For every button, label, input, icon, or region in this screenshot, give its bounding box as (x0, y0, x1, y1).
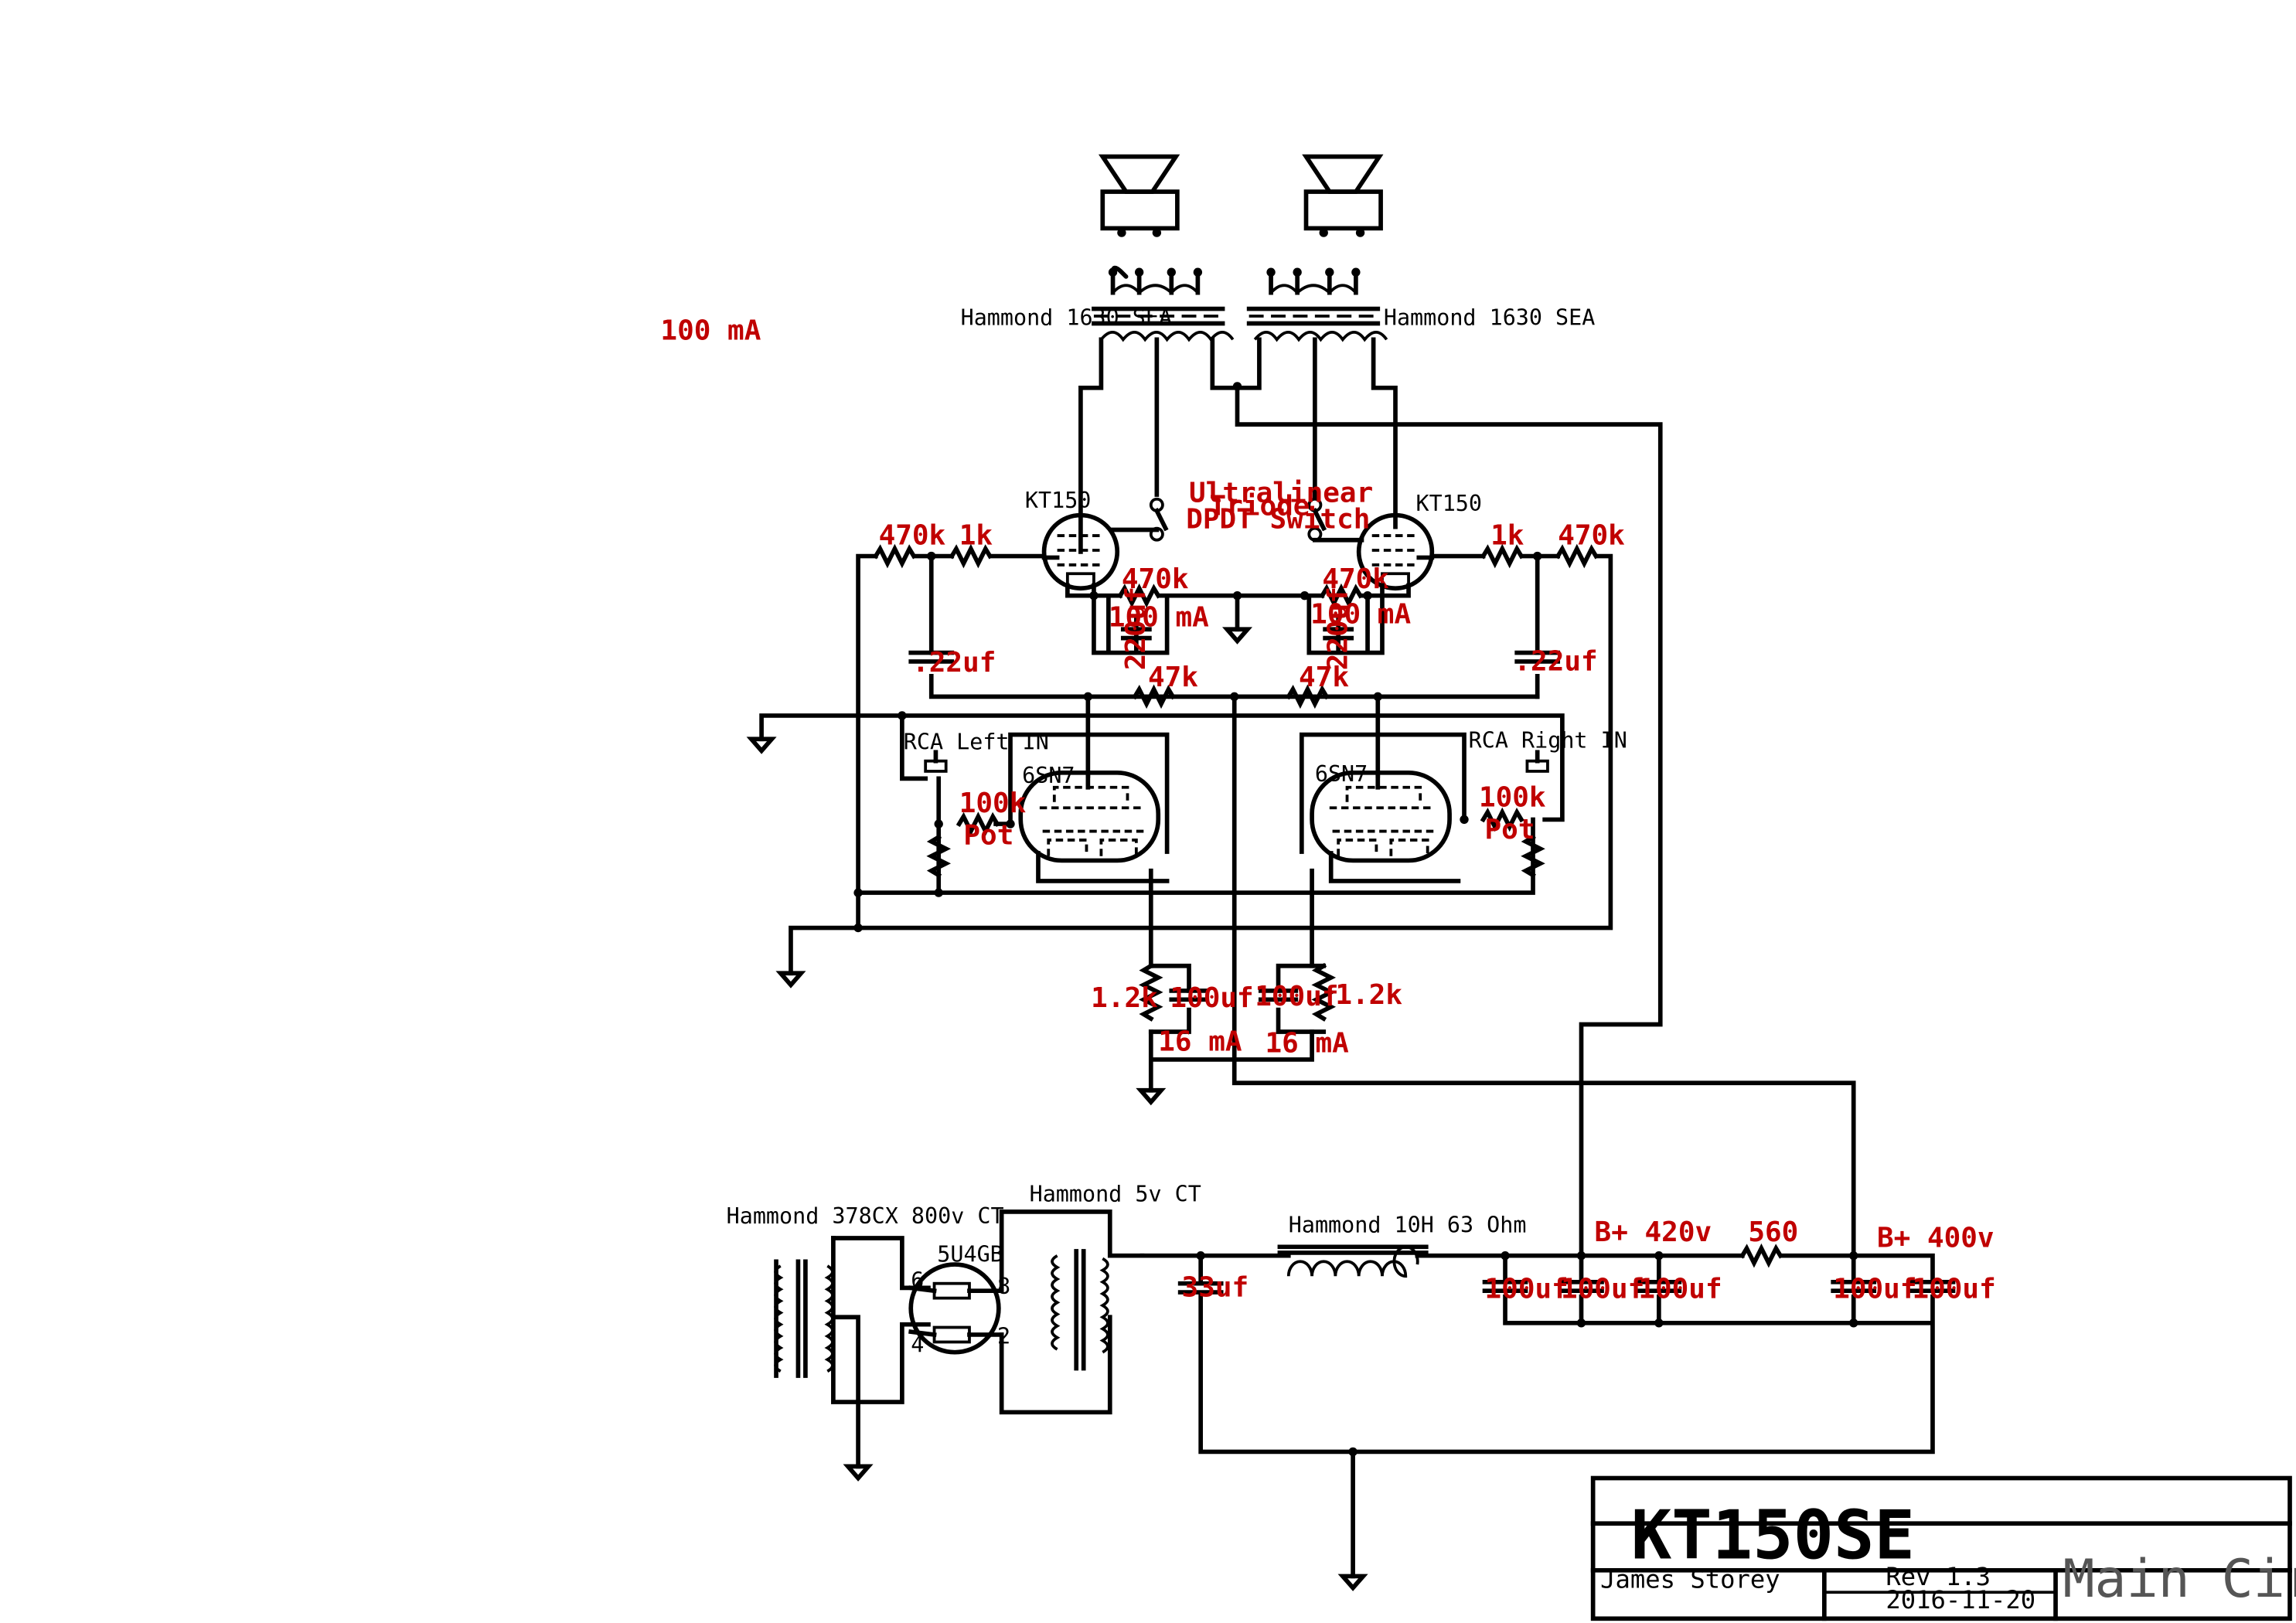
transformer-left-label: Hammond 1630 SEA (961, 305, 1172, 330)
switch-label-3: DPDT Switch (1186, 504, 1370, 536)
power-transformer (774, 1236, 931, 1469)
title-block-title: KT150SE (1631, 1496, 1915, 1575)
tube-left-label: KT150 (1025, 488, 1091, 513)
driver-cathode-left (1138, 962, 1209, 1034)
cap-220-right (1323, 627, 1354, 641)
resistors (872, 543, 1599, 709)
c-33-label: 33uf (1182, 1272, 1249, 1304)
filament-transformer-label: Hammond 5v CT (1030, 1182, 1201, 1207)
r-cath-right-label: 470k (1322, 563, 1389, 595)
r-cath-left-label: 470k (1122, 563, 1189, 595)
current-note-top: 100 mA (660, 315, 761, 346)
driver-cathode-right (1258, 962, 1337, 1034)
driver-current-left: 16 mA (1158, 1026, 1242, 1058)
rca-jack-right (1525, 750, 1549, 773)
c-100-right-label: 100uf (1255, 981, 1338, 1012)
speaker-left (1098, 154, 1180, 237)
filter-caps (1177, 1243, 1956, 1295)
rectifier-tube (908, 1262, 1004, 1355)
cap-22-left (908, 650, 955, 664)
rca-left-label: RCA Left IN (904, 730, 1049, 755)
cap-22-right (1514, 650, 1561, 664)
title-block-date: 2016-11-20 (1886, 1585, 2035, 1614)
output-tube-right (1356, 512, 1435, 591)
filter-cap-4-label: 100uf (1833, 1274, 1916, 1305)
pin-4-label: 4 (911, 1332, 924, 1358)
ground-center-top (1221, 627, 1253, 645)
c-220-right-label: 220uf (1323, 587, 1354, 670)
ground-left-mid (775, 971, 806, 988)
primary-wiring (1078, 337, 1663, 1258)
transformer-right-label: Hammond 1630 SEA (1384, 305, 1595, 330)
title-block-author: James Storey (1600, 1565, 1780, 1594)
bplus-400-label: B+ 400v (1877, 1222, 1995, 1254)
driver-left-label: 6SN7 (1022, 763, 1075, 788)
r-47k-right-label: 47k (1299, 662, 1349, 693)
choke (1277, 1244, 1429, 1278)
speaker-right (1302, 154, 1384, 237)
filter-cap-5-label: 100uf (1912, 1274, 1995, 1305)
driver-tube-left (1018, 770, 1161, 863)
switch-label-1: Ultralinear (1189, 478, 1373, 509)
tube-right-label: KT150 (1416, 491, 1482, 516)
filament-transformer (999, 1210, 1145, 1415)
filter-cap-1-label: 100uf (1485, 1274, 1569, 1305)
cap-220-left (1120, 627, 1152, 641)
r-560-label: 560 (1748, 1216, 1798, 1248)
driver-wiring (759, 694, 1856, 1258)
rca-jack-left (924, 750, 948, 773)
title-block-revision: Rev 1.3 (1886, 1562, 1991, 1591)
ground-driver (1136, 1087, 1167, 1106)
bplus-420-label: B+ 420v (1595, 1216, 1712, 1248)
output-transformer-right (1246, 267, 1388, 342)
ground-main (1337, 1574, 1368, 1591)
r-1k-left-label: 1k (959, 519, 993, 551)
title-block (1590, 1475, 2292, 1621)
filter-cap-3-label: 100uf (1638, 1274, 1722, 1305)
driver-right-label: 6SN7 (1315, 761, 1368, 787)
r-47k-left-label: 47k (1148, 662, 1198, 693)
choke-label: Hammond 10H 63 Ohm (1289, 1212, 1527, 1237)
cath-current-left: 100 mA (1109, 601, 1209, 633)
r-1-2k-right-label: 1.2k (1335, 979, 1402, 1011)
ground-power (843, 1464, 874, 1482)
pin-8-label: 8 (997, 1274, 1010, 1299)
switch-label-2: Triode (1210, 491, 1310, 522)
r-470k-right-label: 470k (1558, 519, 1625, 551)
c-22-right-label: .22uf (1514, 645, 1597, 677)
pot-right-label-1: 100k (1479, 781, 1546, 813)
dpdt-switch (1110, 497, 1364, 543)
cath-current-right: 100 mA (1310, 599, 1411, 631)
pot-left-label-2: Pot (963, 820, 1013, 852)
r-470k-left-label: 470k (879, 519, 946, 551)
title-block-sheet: Main Circuit (2063, 1549, 2296, 1610)
driver-current-right: 16 mA (1265, 1027, 1349, 1059)
output-tube-left (1041, 512, 1120, 591)
c-220-left-label: 220uf (1120, 587, 1152, 670)
pot-right-label-2: Pot (1485, 814, 1535, 846)
power-transformer-label: Hammond 378CX 800v CT (727, 1203, 1004, 1229)
driver-tube-right (1310, 770, 1452, 863)
rectifier-label: 5U4GB (937, 1241, 1003, 1267)
c-100-left-label: 100uf (1170, 982, 1253, 1014)
pin-2-label: 2 (997, 1323, 1010, 1349)
ground-left-top (746, 737, 777, 754)
pin-6-label: 6 (911, 1267, 924, 1293)
pots (926, 807, 1545, 879)
pot-left-label-1: 100k (959, 788, 1027, 819)
rca-right-label: RCA Right IN (1469, 728, 1627, 754)
r-1-2k-left-label: 1.2k (1091, 982, 1158, 1014)
filter-cap-2-label: 100uf (1561, 1274, 1644, 1305)
r-1k-right-label: 1k (1490, 519, 1524, 551)
c-22-left-label: .22uf (912, 647, 996, 679)
